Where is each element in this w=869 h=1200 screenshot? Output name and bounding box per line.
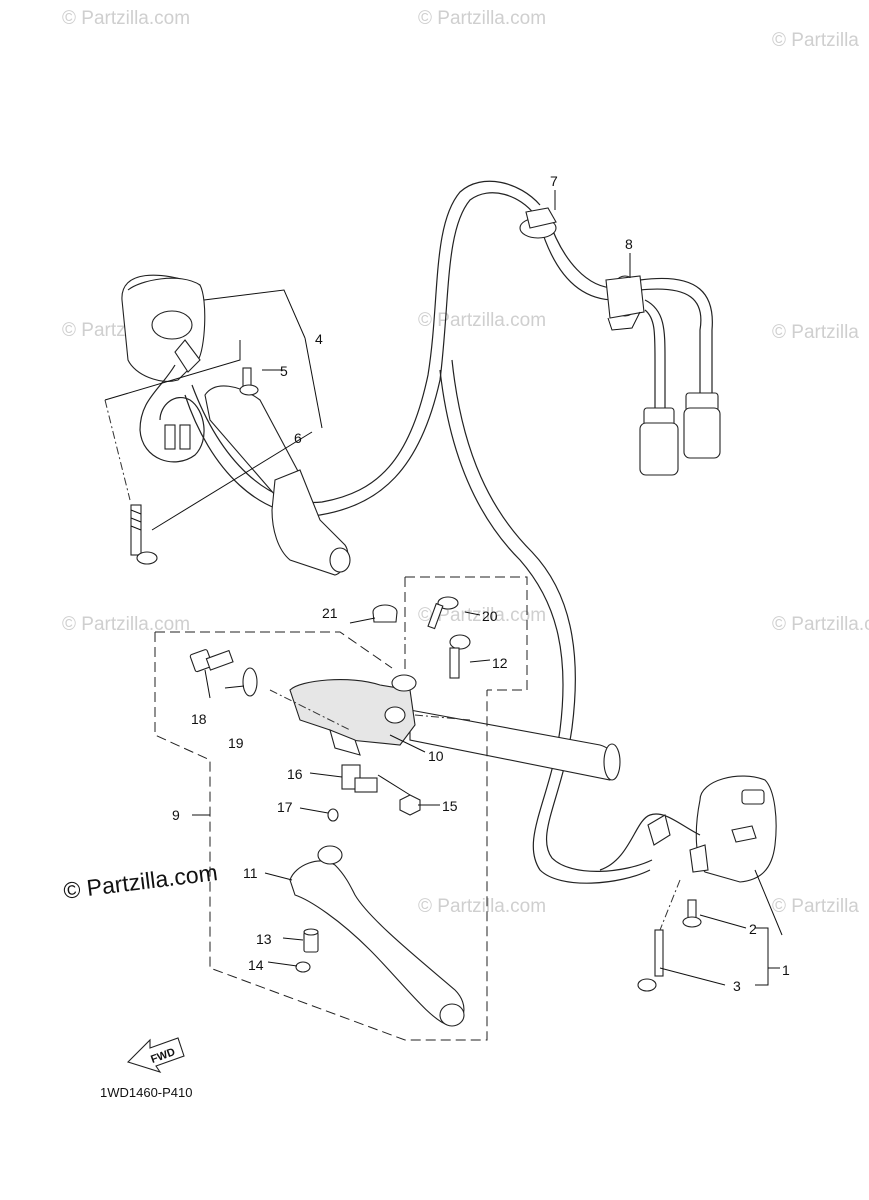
- cable: [644, 299, 666, 410]
- diagram-code: 1WD1460-P410: [100, 1085, 193, 1100]
- cable: [547, 217, 616, 289]
- connector: [639, 407, 679, 476]
- cable-clamp-7: [519, 207, 557, 239]
- callout-18: 18: [191, 711, 207, 727]
- brake-lever-11: [289, 845, 465, 1027]
- group-boundary-9: [154, 631, 488, 1041]
- callout-15: 15: [442, 798, 458, 814]
- right-switch-assembly: [599, 775, 777, 883]
- o-ring-14: [295, 961, 311, 973]
- callout-2: 2: [749, 921, 757, 937]
- callout-4: 4: [315, 331, 323, 347]
- screw-17: [327, 808, 339, 822]
- leader: [267, 961, 298, 967]
- watermark: © Partzilla: [772, 896, 859, 917]
- cable: [639, 277, 713, 395]
- lever-holder-10: [289, 674, 417, 756]
- watermark: © Partzilla: [772, 322, 859, 343]
- group-boundary-12-20: [404, 576, 528, 691]
- callout-6: 6: [294, 430, 302, 446]
- cable: [644, 309, 656, 410]
- callout-13: 13: [256, 931, 272, 947]
- nut-19: [242, 667, 258, 697]
- leader: [204, 669, 211, 699]
- leader: [151, 431, 313, 531]
- callout-14: 14: [248, 957, 264, 973]
- leader: [464, 611, 481, 616]
- screw: [130, 504, 158, 565]
- nut-15: [399, 794, 421, 816]
- callout-5: 5: [280, 363, 288, 379]
- guide-line: [659, 879, 681, 931]
- callout-8: 8: [625, 236, 633, 252]
- callout-21: 21: [322, 605, 338, 621]
- collar-13: [303, 928, 319, 953]
- callout-20: 20: [482, 608, 498, 624]
- fwd-arrow-icon: FWD: [126, 1037, 185, 1073]
- cable: [184, 192, 536, 516]
- leader: [224, 685, 245, 689]
- adjuster-18: [189, 649, 234, 673]
- connector: [683, 392, 721, 459]
- leader: [299, 807, 329, 814]
- callout-7: 7: [550, 173, 558, 189]
- leader: [104, 340, 241, 401]
- callout-9: 9: [172, 807, 180, 823]
- watermark: © Partzilla.com: [418, 8, 547, 29]
- handlebar: [409, 709, 621, 781]
- leader: [659, 967, 726, 986]
- leader: [203, 289, 306, 339]
- watermark: © Partzilla: [772, 30, 859, 51]
- callout-3: 3: [733, 978, 741, 994]
- cap-21: [372, 604, 398, 623]
- leader: [304, 337, 323, 429]
- watermark: © Partzilla.com: [62, 614, 191, 635]
- cable-clamp-8: [605, 275, 645, 331]
- guide-line: [104, 399, 131, 501]
- callout-19: 19: [228, 735, 244, 751]
- callout-16: 16: [287, 766, 303, 782]
- left-switch-assembly: [121, 274, 206, 463]
- bolt-20: [427, 596, 459, 630]
- cable: [451, 359, 653, 872]
- leader: [754, 869, 783, 936]
- screw-5: [239, 367, 259, 396]
- watermark: © Partzilla.com: [62, 8, 191, 29]
- leader: [699, 914, 747, 929]
- callout-1: 1: [782, 962, 790, 978]
- leader: [377, 774, 411, 796]
- leader: [309, 772, 343, 778]
- switch-16: [341, 764, 378, 793]
- lever-bracket: [271, 469, 351, 576]
- leader: [389, 734, 426, 753]
- cable: [191, 180, 541, 504]
- callout-17: 17: [277, 799, 293, 815]
- cable: [539, 224, 616, 301]
- guide-line: [414, 714, 471, 721]
- leader: [755, 927, 780, 986]
- watermark: © Partzilla.com: [418, 310, 547, 331]
- watermark: © Partzilla.com: [418, 605, 547, 626]
- leader: [349, 617, 376, 624]
- cable: [439, 369, 651, 884]
- callout-11: 11: [243, 865, 258, 881]
- bolt-12: [449, 634, 471, 679]
- leader: [264, 872, 293, 881]
- callout-10: 10: [428, 748, 444, 764]
- guide-line: [269, 689, 351, 731]
- screw-2: [682, 899, 702, 928]
- screw-3: [637, 929, 664, 992]
- leader: [282, 937, 304, 941]
- watermark: © Partzilla.com: [418, 896, 547, 917]
- callout-12: 12: [492, 655, 508, 671]
- cable: [639, 288, 702, 395]
- watermark: © Partzilla.com: [772, 614, 869, 635]
- leader: [469, 659, 491, 663]
